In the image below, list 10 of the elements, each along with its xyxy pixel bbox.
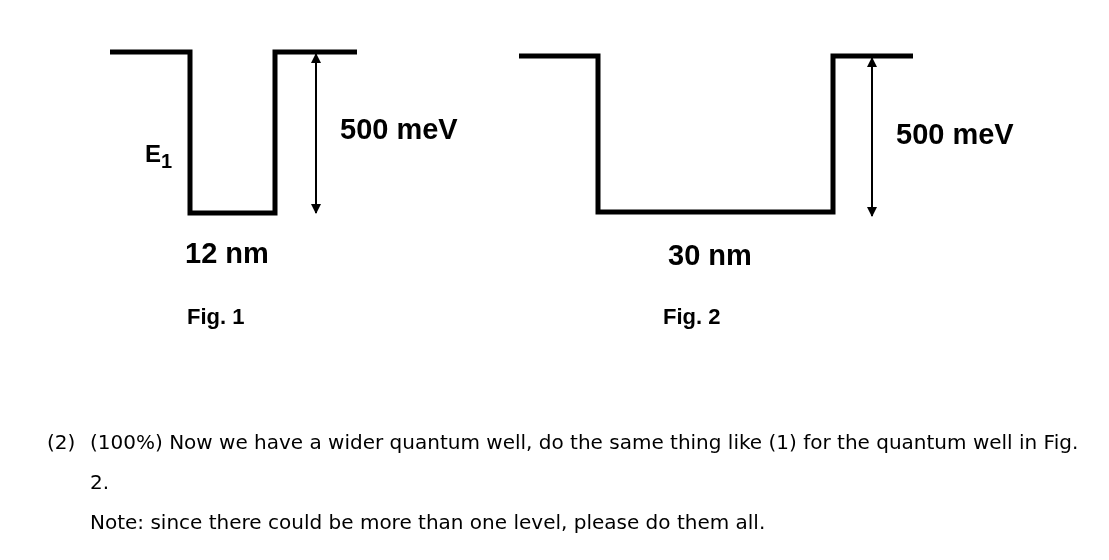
- energy-level-label: E$_{1}$: [145, 140, 173, 173]
- figure-caption: Fig. 1: [187, 304, 245, 331]
- figure-caption: Fig. 2: [663, 304, 721, 331]
- note-text: Note: since there could be more than one level, please do them all.: [90, 509, 767, 536]
- dimension-label: 500 meV: [896, 117, 1014, 152]
- dimension-label: 12 nm: [185, 236, 269, 271]
- question-text: (100%) Now we have a wider quantum well, do the same thing like (1) for the quantum well in Fig. 2.: [90, 429, 1080, 496]
- question-number: (2): [47, 429, 76, 456]
- dimension-label: 500 meV: [340, 112, 458, 147]
- dimension-label: 30 nm: [668, 238, 752, 273]
